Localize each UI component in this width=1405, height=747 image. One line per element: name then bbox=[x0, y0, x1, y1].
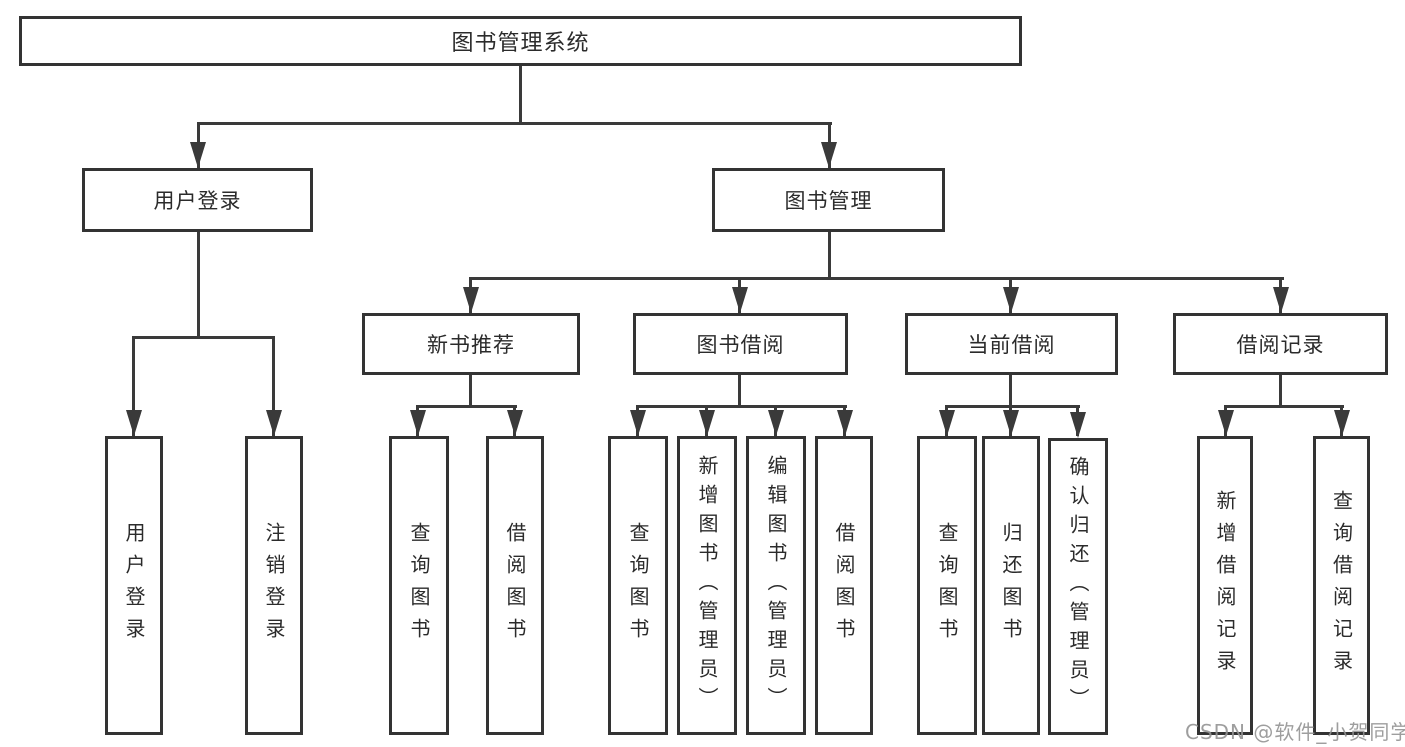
arrow-down bbox=[126, 410, 142, 436]
leaf-add-books-admin: 新增图书（管理员） bbox=[677, 436, 737, 735]
leaf-user-login: 用户登录 bbox=[105, 436, 163, 735]
leaf-edit-books-admin: 编辑图书（管理员） bbox=[746, 436, 806, 735]
node-label: 图书管理系统 bbox=[451, 31, 590, 56]
leaf-query-borrow-record: 查询借阅记录 bbox=[1313, 436, 1370, 735]
arrow-down bbox=[1273, 287, 1289, 313]
leaf-query-books-borrowing: 查询图书 bbox=[608, 436, 668, 735]
node-label: 用户登录 bbox=[122, 521, 146, 650]
arrow-down bbox=[1003, 287, 1019, 313]
connector-line bbox=[738, 375, 741, 407]
connector-line bbox=[828, 232, 831, 280]
node-label: 新增借阅记录 bbox=[1213, 489, 1237, 682]
arrow-down bbox=[768, 410, 784, 436]
leaf-return-books: 归还图书 bbox=[982, 436, 1040, 735]
node-user-login: 用户登录 bbox=[82, 168, 313, 232]
node-label: 查询图书 bbox=[935, 521, 959, 650]
leaf-add-borrow-record: 新增借阅记录 bbox=[1197, 436, 1253, 735]
arrow-down bbox=[732, 287, 748, 313]
connector-line bbox=[197, 232, 200, 339]
node-label: 查询图书 bbox=[626, 521, 650, 650]
node-label: 归还图书 bbox=[999, 521, 1023, 650]
leaf-logout: 注销登录 bbox=[245, 436, 303, 735]
node-book-borrowing: 图书借阅 bbox=[633, 313, 848, 375]
leaf-borrow-books-recommend: 借阅图书 bbox=[486, 436, 544, 735]
node-label: 查询借阅记录 bbox=[1329, 489, 1354, 682]
arrow-down bbox=[1218, 410, 1234, 436]
arrow-down bbox=[837, 410, 853, 436]
connector-line bbox=[469, 277, 1284, 280]
node-label: 编辑图书（管理员） bbox=[764, 455, 788, 716]
connector-line bbox=[416, 405, 517, 408]
connector-line bbox=[636, 405, 847, 408]
node-label: 用户登录 bbox=[153, 189, 242, 213]
node-label: 新书推荐 bbox=[427, 333, 515, 357]
leaf-query-books-recommend: 查询图书 bbox=[389, 436, 449, 735]
arrow-down bbox=[1070, 412, 1086, 438]
node-label: 借阅图书 bbox=[503, 521, 527, 650]
arrow-down bbox=[821, 142, 837, 168]
node-label: 注销登录 bbox=[262, 521, 286, 650]
node-label: 当前借阅 bbox=[967, 333, 1056, 357]
connector-line bbox=[945, 405, 1080, 408]
arrow-down bbox=[939, 410, 955, 436]
arrow-down bbox=[507, 410, 523, 436]
arrow-down bbox=[410, 410, 426, 436]
arrow-down bbox=[190, 142, 206, 168]
node-label: 确认归还（管理员） bbox=[1066, 456, 1090, 717]
arrow-down bbox=[1334, 410, 1350, 436]
arrow-down bbox=[463, 287, 479, 313]
node-borrowing-records: 借阅记录 bbox=[1173, 313, 1388, 375]
node-label: 新增图书（管理员） bbox=[695, 455, 719, 716]
node-label: 借阅图书 bbox=[832, 521, 856, 650]
node-library-management-system: 图书管理系统 bbox=[19, 16, 1022, 66]
node-label: 图书借阅 bbox=[696, 333, 785, 357]
arrow-down bbox=[699, 410, 715, 436]
connector-line bbox=[132, 336, 275, 339]
leaf-confirm-return-admin: 确认归还（管理员） bbox=[1048, 438, 1108, 735]
arrow-down bbox=[1003, 410, 1019, 436]
connector-line bbox=[132, 336, 135, 436]
connector-line bbox=[272, 336, 275, 436]
leaf-borrow-books-borrowing: 借阅图书 bbox=[815, 436, 873, 735]
csdn-watermark: CSDN @软件_小贺同学 bbox=[1185, 720, 1405, 744]
connector-line bbox=[1009, 375, 1012, 407]
node-label: 图书管理 bbox=[784, 189, 873, 213]
arrow-down bbox=[266, 410, 282, 436]
arrow-down bbox=[630, 410, 646, 436]
node-new-book-recommendation: 新书推荐 bbox=[362, 313, 580, 375]
node-label: 借阅记录 bbox=[1236, 333, 1325, 357]
node-current-borrowing: 当前借阅 bbox=[905, 313, 1118, 375]
node-book-management: 图书管理 bbox=[712, 168, 945, 232]
connector-line bbox=[197, 122, 832, 125]
leaf-query-books-current: 查询图书 bbox=[917, 436, 977, 735]
connector-line bbox=[469, 375, 472, 407]
node-label: 查询图书 bbox=[407, 521, 431, 650]
connector-line bbox=[519, 66, 522, 124]
connector-line bbox=[1224, 405, 1344, 408]
connector-line bbox=[1279, 375, 1282, 407]
